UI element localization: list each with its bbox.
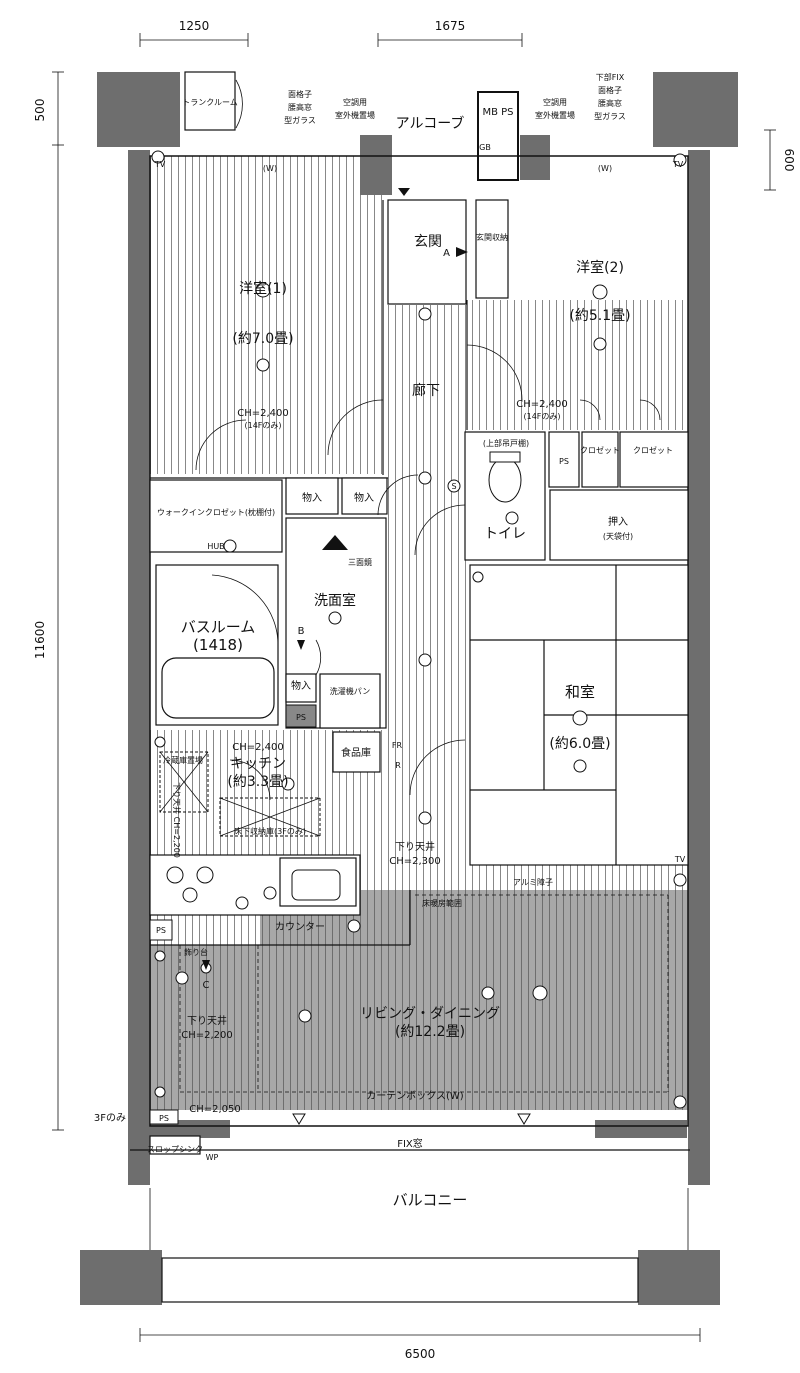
- note-ac-left-b: 室外機置場: [335, 110, 375, 120]
- label-fridge: 冷蔵庫置場: [163, 755, 203, 765]
- label-storage2: 物入: [354, 491, 374, 504]
- dim-bottom: 6500: [405, 1347, 436, 1361]
- label-bathroom-size: (1418): [193, 636, 243, 654]
- note-window-left-b: 腰高窓: [288, 102, 312, 112]
- door-swings: [195, 79, 661, 801]
- label-hub: HUB: [207, 542, 224, 551]
- marker-s: S: [451, 482, 456, 491]
- label-w-right: (W): [598, 164, 612, 173]
- label-western2-ceiling: CH=2,400: [516, 399, 568, 410]
- note-window-right-a: 下部FIX: [596, 72, 625, 82]
- label-underfloor: 床下収納庫(3Fのみ): [234, 826, 306, 836]
- marker-fr: FR: [392, 741, 403, 750]
- label-shelf: 飾り台: [184, 947, 208, 957]
- label-fix-window: FIX窓: [397, 1137, 423, 1150]
- label-closet2: クロゼット: [633, 445, 673, 455]
- label-japanese-room: 和室: [565, 683, 595, 701]
- dim-right-top: 600: [782, 149, 796, 172]
- label-mbps: MB PS: [482, 107, 513, 118]
- label-counter: カウンター: [275, 921, 325, 933]
- label-gb: GB: [479, 143, 491, 152]
- fixtures: [159, 451, 522, 903]
- label-walkin: ウォークインクロゼット(枕棚付): [157, 507, 275, 517]
- label-western1-ceiling-note: (14Fのみ): [244, 421, 281, 430]
- label-western1-size: (約7.0畳): [232, 331, 293, 347]
- label-oshiire: 押入: [608, 515, 628, 528]
- label-living-ch: CH=2,200: [181, 1030, 233, 1041]
- label-oshiire-note: (天袋付): [603, 531, 633, 541]
- label-washroom: 洗面室: [314, 592, 356, 609]
- label-storage3: 物入: [291, 679, 311, 692]
- label-kitchen-size: (約3.3畳): [227, 774, 288, 790]
- label-kitchen: キッチン: [230, 756, 286, 772]
- label-w-left: (W): [263, 164, 277, 173]
- label-storage1: 物入: [302, 491, 322, 504]
- exterior-walls: [80, 72, 738, 1305]
- label-slop-sink: スロップシンク: [147, 1145, 203, 1154]
- label-western2-size: (約5.1畳): [569, 308, 630, 324]
- label-mirror: 三面鏡: [348, 557, 372, 567]
- dim-top-right: 1675: [435, 19, 466, 33]
- marker-ps-wash: PS: [296, 713, 306, 722]
- marker-b: B: [298, 626, 305, 637]
- dim-left-top: 500: [33, 99, 47, 122]
- note-ac-right-a: 空調用: [543, 97, 567, 107]
- marker-ps-toilet: PS: [559, 457, 569, 466]
- marker-wp: WP: [206, 1153, 219, 1162]
- marker-tv-japanese: TV: [674, 855, 686, 864]
- dimension-lines: [52, 33, 776, 1342]
- note-window-left-c: 型ガラス: [284, 115, 316, 125]
- label-floor-heating: 床暖房範囲: [422, 898, 462, 908]
- dim-left-main: 11600: [33, 621, 47, 659]
- label-trunk-room: トランクルーム: [182, 98, 238, 107]
- marker-ps-kitchen: PS: [156, 926, 166, 935]
- label-bathroom: バスルーム: [181, 618, 256, 636]
- label-alcove: アルコーブ: [396, 115, 465, 132]
- label-curtain-box: カーテンボックス(W): [366, 1090, 463, 1102]
- label-pantry: 食品庫: [341, 746, 371, 759]
- label-closet1: クロゼット: [580, 445, 620, 455]
- label-kitchen-ceiling: CH=2,400: [232, 742, 284, 753]
- label-lowered-living: 下り天井: [187, 1014, 227, 1027]
- marker-r: R: [395, 761, 401, 770]
- label-hall-ch: CH=2,300: [389, 856, 441, 867]
- label-lowered-hall: 下り天井: [395, 840, 435, 853]
- label-lowered-kitchen: 下り天井 CH=2,200: [172, 782, 182, 858]
- marker-tv-right: TV: [672, 160, 684, 169]
- label-third-floor-only: 3Fのみ: [94, 1113, 126, 1124]
- note-ac-right-b: 室外機置場: [535, 110, 575, 120]
- marker-a: A: [443, 248, 450, 259]
- label-balcony: バルコニー: [393, 1191, 468, 1209]
- label-toilet: トイレ: [484, 526, 526, 542]
- note-window-right-d: 型ガラス: [594, 111, 626, 121]
- label-japanese-size: (約6.0畳): [549, 736, 610, 752]
- label-corridor: 廊下: [412, 382, 440, 399]
- label-western1: 洋室(1): [239, 280, 287, 297]
- label-living: リビング・ダイニング: [360, 1006, 500, 1022]
- label-western1-ceiling: CH=2,400: [237, 408, 289, 419]
- label-living-size: (約12.2畳): [395, 1024, 465, 1040]
- label-entrance: 玄関: [414, 233, 442, 250]
- note-ac-left-a: 空調用: [343, 97, 367, 107]
- note-window-right-b: 面格子: [598, 85, 622, 95]
- markers: [202, 188, 531, 1125]
- note-window-right-c: 腰高窓: [598, 98, 622, 108]
- label-aluminum: アルミ障子: [513, 877, 553, 887]
- label-western2: 洋室(2): [576, 259, 624, 276]
- label-window-ch: CH=2,050: [189, 1104, 241, 1115]
- marker-ps-3f: PS: [159, 1114, 169, 1123]
- note-window-left-a: 面格子: [288, 89, 312, 99]
- label-entrance-storage: 玄関収納: [476, 232, 508, 242]
- dim-top-left: 1250: [179, 19, 210, 33]
- light-fixtures: [151, 150, 687, 1109]
- label-western2-ceiling-note: (14Fのみ): [523, 412, 560, 421]
- marker-c: C: [203, 980, 210, 991]
- label-toilet-shelf: (上部吊戸棚): [483, 438, 529, 448]
- marker-tv-left: TV: [154, 160, 166, 169]
- label-washer-pan: 洗濯機パン: [330, 686, 370, 696]
